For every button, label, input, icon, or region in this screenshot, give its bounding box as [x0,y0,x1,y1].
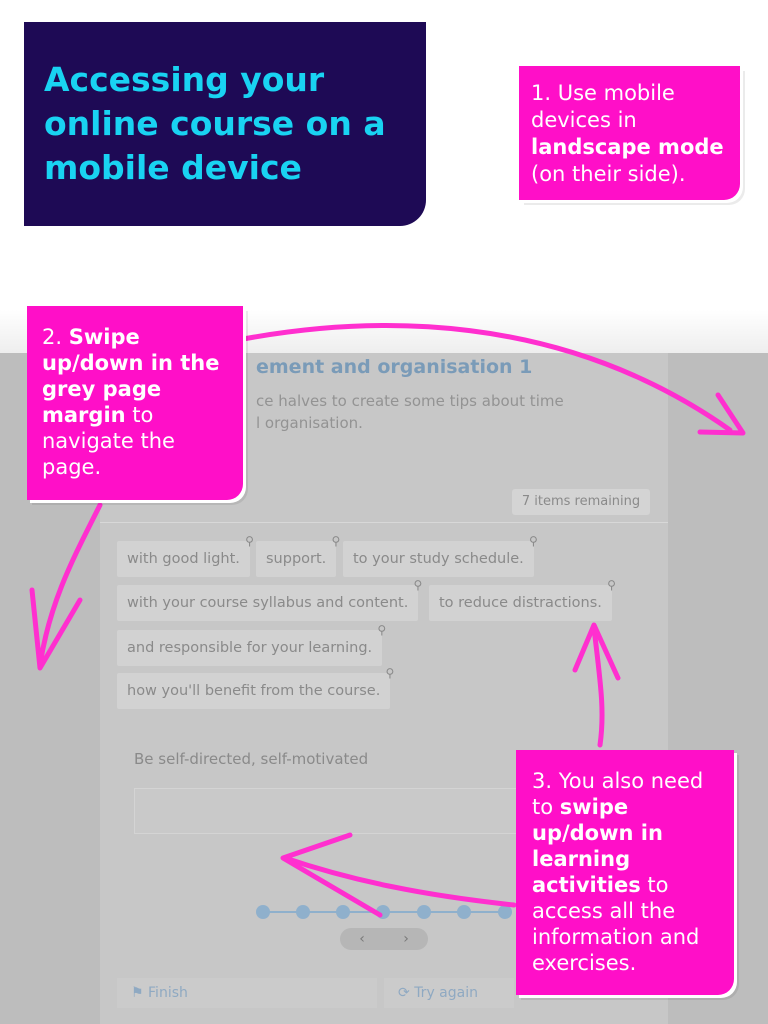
callout-swipe-activities: 3. You also need to swipe up/down in lea… [516,750,734,995]
progress-dot[interactable] [296,905,310,919]
pin-icon: ⚲ [385,666,395,680]
pin-icon: ⚲ [245,534,254,548]
tile-label: to reduce distractions. [439,595,602,611]
chevron-right-icon[interactable]: › [403,931,409,947]
tile-label: how you'll benefit from the course. [127,683,381,699]
drag-tile[interactable]: and responsible for your learning. ⚲ [117,624,386,666]
tile-label: with good light. [127,551,240,567]
instruction-line-2: l organisation. [256,414,363,432]
title-box [24,22,426,226]
progress-dot[interactable] [256,905,270,919]
pin-icon: ⚲ [413,578,423,592]
tile-label: support. [266,551,327,567]
progress-dot[interactable] [498,905,512,919]
try-again-button[interactable]: ⟳ Try again [384,978,514,1008]
target-label: Be self-directed, self-motivated [134,750,369,768]
drag-tile[interactable]: support. ⚲ [256,535,340,577]
flag-icon: ⚑ [131,985,144,1001]
callout-text: to access all the information and exerci… [532,873,700,975]
pin-icon: ⚲ [331,534,341,548]
drag-tile[interactable]: to your study schedule. ⚲ [343,535,538,577]
try-again-label: Try again [414,985,478,1001]
pin-icon: ⚲ [607,578,616,592]
tile-label: and responsible for your learning. [127,640,373,656]
progress-dot[interactable] [417,905,431,919]
items-remaining-badge: 7 items remaining [512,489,650,515]
chevron-left-icon[interactable]: ‹ [359,931,365,947]
drag-tile[interactable]: with good light. ⚲ [117,535,254,577]
callout-text: 3. You also need to [532,769,704,819]
drag-tile[interactable]: how you'll benefit from the course. ⚲ [117,667,394,709]
callout-bold: Swipe up/down in the grey page margin [42,325,220,427]
callout-swipe-margin: 2. Swipe up/down in the grey page margin… [27,306,243,500]
finish-button[interactable]: ⚑ Finish [117,978,377,1008]
tile-label: with your course syllabus and content. [127,595,409,611]
activity-title: ement and organisation 1 [256,356,533,378]
callout-bold: landscape mode [531,135,724,159]
callout-text: (on their side). [531,162,686,186]
divider [100,522,668,523]
progress-dot[interactable] [457,905,471,919]
callout-landscape-mode: 1. Use mobile devices in landscape mode … [519,66,740,200]
refresh-icon: ⟳ [398,985,410,1001]
page-title: Accessing your online course on a mobile… [44,60,386,187]
progress-dots [256,905,512,919]
progress-dot[interactable] [376,905,390,919]
pager: ‹ › [340,928,428,950]
drag-tile[interactable]: with your course syllabus and content. ⚲ [117,579,422,621]
callout-text: 1. Use mobile devices in [531,81,675,132]
drag-tile[interactable]: to reduce distractions. ⚲ [429,579,616,621]
activity-instructions: ce halves to create some tips about time… [256,390,576,434]
callout-bold: swipe up/down in learning activities [532,795,663,897]
finish-label: Finish [148,985,188,1001]
callout-text: 2. [42,325,69,349]
pin-icon: ⚲ [377,623,387,637]
progress-dot[interactable] [336,905,350,919]
callout-text: to navigate the page. [42,403,175,479]
tile-label: to your study schedule. [353,551,524,567]
drop-zone[interactable] [134,788,524,834]
pin-icon: ⚲ [529,534,538,548]
instruction-line-1: ce halves to create some tips about time [256,392,564,410]
